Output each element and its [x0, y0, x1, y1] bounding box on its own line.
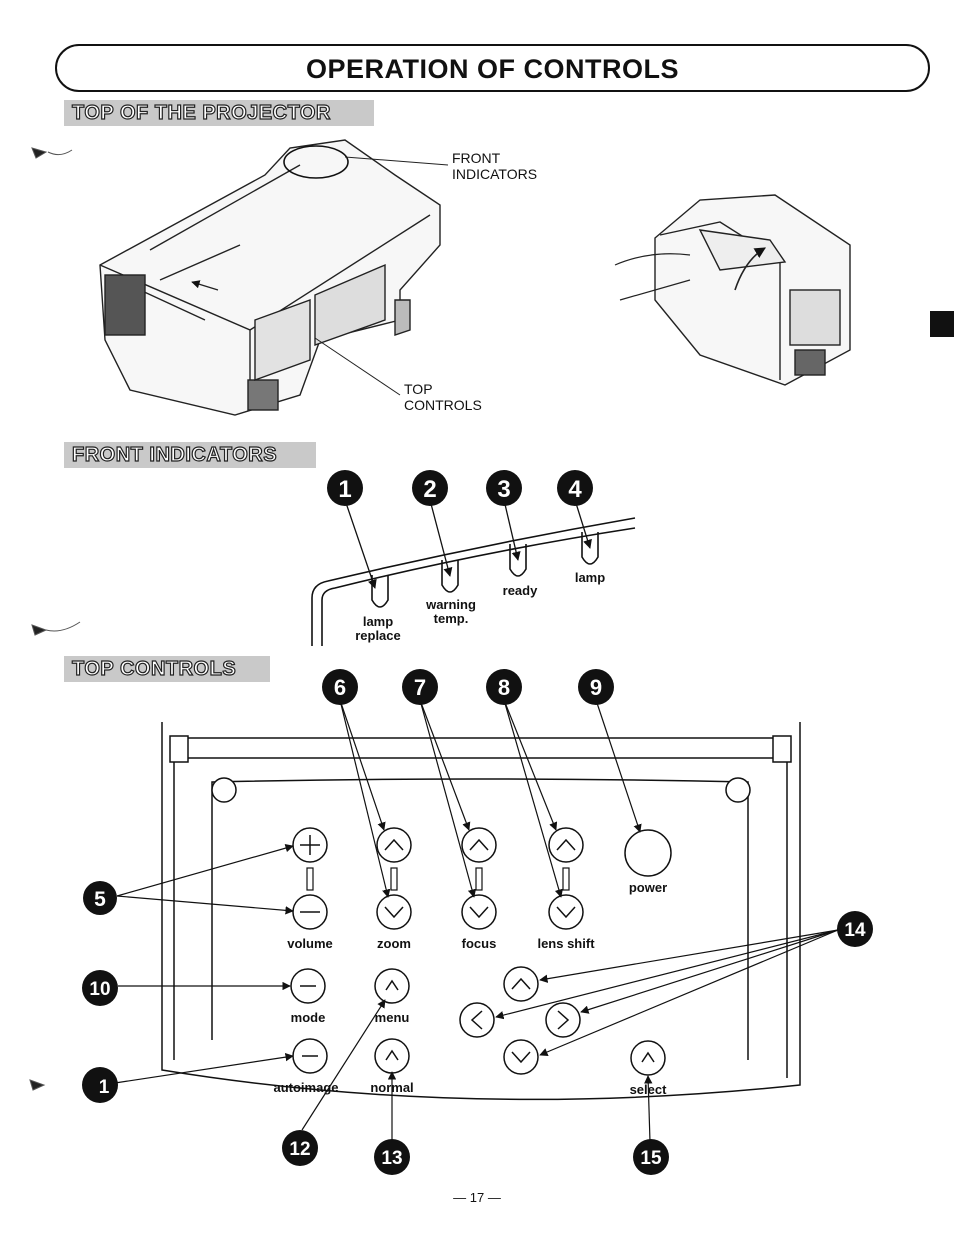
badge-text: 2: [423, 476, 436, 503]
callout-line: FRONT: [452, 150, 501, 166]
zoom-down-button[interactable]: [376, 894, 412, 930]
power-label: power: [629, 880, 667, 895]
section-heading-front-indicators: FRONT INDICATORS: [64, 442, 316, 468]
lens-shift-up-button[interactable]: [548, 827, 584, 863]
badge-text: 15: [640, 1148, 662, 1169]
indicator-label-lamp-replace-2: replace: [355, 628, 401, 643]
side-tab-marker: [930, 311, 954, 337]
volume-label: volume: [287, 936, 333, 951]
badge-text: 9: [590, 675, 602, 700]
badge-9: 9: [578, 669, 614, 705]
indicator-warning-temp: [441, 560, 459, 593]
badge-text: 8: [498, 675, 510, 700]
badge-text: 5: [94, 888, 106, 911]
badge-8: 8: [486, 669, 522, 705]
badge-12: 12: [282, 1130, 318, 1166]
volume-down-button[interactable]: [292, 894, 328, 930]
mode-label: mode: [291, 1010, 326, 1025]
badge-text: 3: [497, 476, 510, 503]
focus-up-button[interactable]: [461, 827, 497, 863]
normal-button[interactable]: [374, 1038, 410, 1074]
focus-separator: [475, 867, 483, 891]
badge-13: 13: [374, 1139, 410, 1175]
badge-text: 7: [414, 675, 426, 700]
focus-label: focus: [462, 936, 497, 951]
pointer-up-button[interactable]: [503, 966, 539, 1002]
pointer-left-button[interactable]: [459, 1002, 495, 1038]
zoom-separator: [390, 867, 398, 891]
scan-smudges: [29, 147, 81, 1091]
callout-line: CONTROLS: [404, 397, 482, 413]
front-indicators-callout: FRONT INDICATORS: [452, 150, 537, 182]
badge-text: 13: [381, 1148, 402, 1169]
autoimage-button[interactable]: [292, 1038, 328, 1074]
power-button[interactable]: [624, 829, 672, 877]
badge-6: 6: [322, 669, 358, 705]
zoom-up-button[interactable]: [376, 827, 412, 863]
badge-text: 10: [89, 979, 110, 1000]
page-number: — 17 —: [453, 1190, 501, 1205]
indicator-label-ready: ready: [503, 583, 538, 598]
front-indicator-panel: [311, 517, 636, 646]
callout-line: INDICATORS: [452, 166, 538, 182]
projector-closeup-illustration: [614, 194, 851, 386]
indicator-label-warning-2: temp.: [434, 611, 469, 626]
indicator-lamp-replace: [371, 575, 389, 608]
control-panel-frame: [161, 722, 801, 1101]
lens-shift-down-button[interactable]: [548, 894, 584, 930]
indicator-label-lamp-replace-1: lamp: [363, 614, 393, 629]
pointer-down-button[interactable]: [503, 1039, 539, 1075]
lens-shift-separator: [562, 867, 570, 891]
badge-10: 10: [82, 970, 118, 1006]
badge-text: 6: [334, 675, 346, 700]
pointer-right-button[interactable]: [545, 1002, 581, 1038]
badge-2: 2: [412, 470, 448, 506]
section-heading-top-controls: TOP CONTROLS: [64, 656, 270, 682]
badge-14: 14: [837, 911, 873, 947]
focus-down-button[interactable]: [461, 894, 497, 930]
badge-1: 1: [327, 470, 363, 506]
indicator-lamp: [581, 532, 599, 565]
badge-text: 12: [289, 1139, 310, 1160]
badge-11: 1: [82, 1067, 118, 1103]
mode-button[interactable]: [290, 968, 326, 1004]
zoom-label: zoom: [377, 936, 411, 951]
menu-label: menu: [375, 1010, 410, 1025]
lens-shift-label: lens shift: [537, 936, 595, 951]
volume-up-button[interactable]: [292, 827, 328, 863]
badge-3: 3: [486, 470, 522, 506]
select-button[interactable]: [630, 1040, 666, 1076]
projector-illustration: [99, 139, 449, 416]
badge-4: 4: [557, 470, 593, 506]
top-controls-callout: TOP CONTROLS: [404, 381, 482, 413]
volume-separator: [306, 867, 314, 891]
menu-button[interactable]: [374, 968, 410, 1004]
indicator-label-warning-1: warning: [425, 597, 476, 612]
autoimage-label: autoimage: [273, 1080, 338, 1095]
page-title: OPERATION OF CONTROLS: [306, 54, 679, 84]
section-heading-top-of-projector: TOP OF THE PROJECTOR: [64, 100, 374, 126]
badge-text: 1: [338, 476, 351, 503]
badge-7: 7: [402, 669, 438, 705]
callout-line: TOP: [404, 381, 433, 397]
badge-15: 15: [633, 1139, 669, 1175]
page-title-frame: OPERATION OF CONTROLS: [55, 44, 930, 92]
indicator-label-lamp: lamp: [575, 570, 605, 585]
badge-text: 14: [844, 920, 866, 941]
badge-text: 1: [99, 1077, 110, 1098]
indicator-ready: [509, 544, 527, 577]
badge-text: 4: [568, 476, 582, 503]
badge-5: 5: [83, 881, 117, 915]
